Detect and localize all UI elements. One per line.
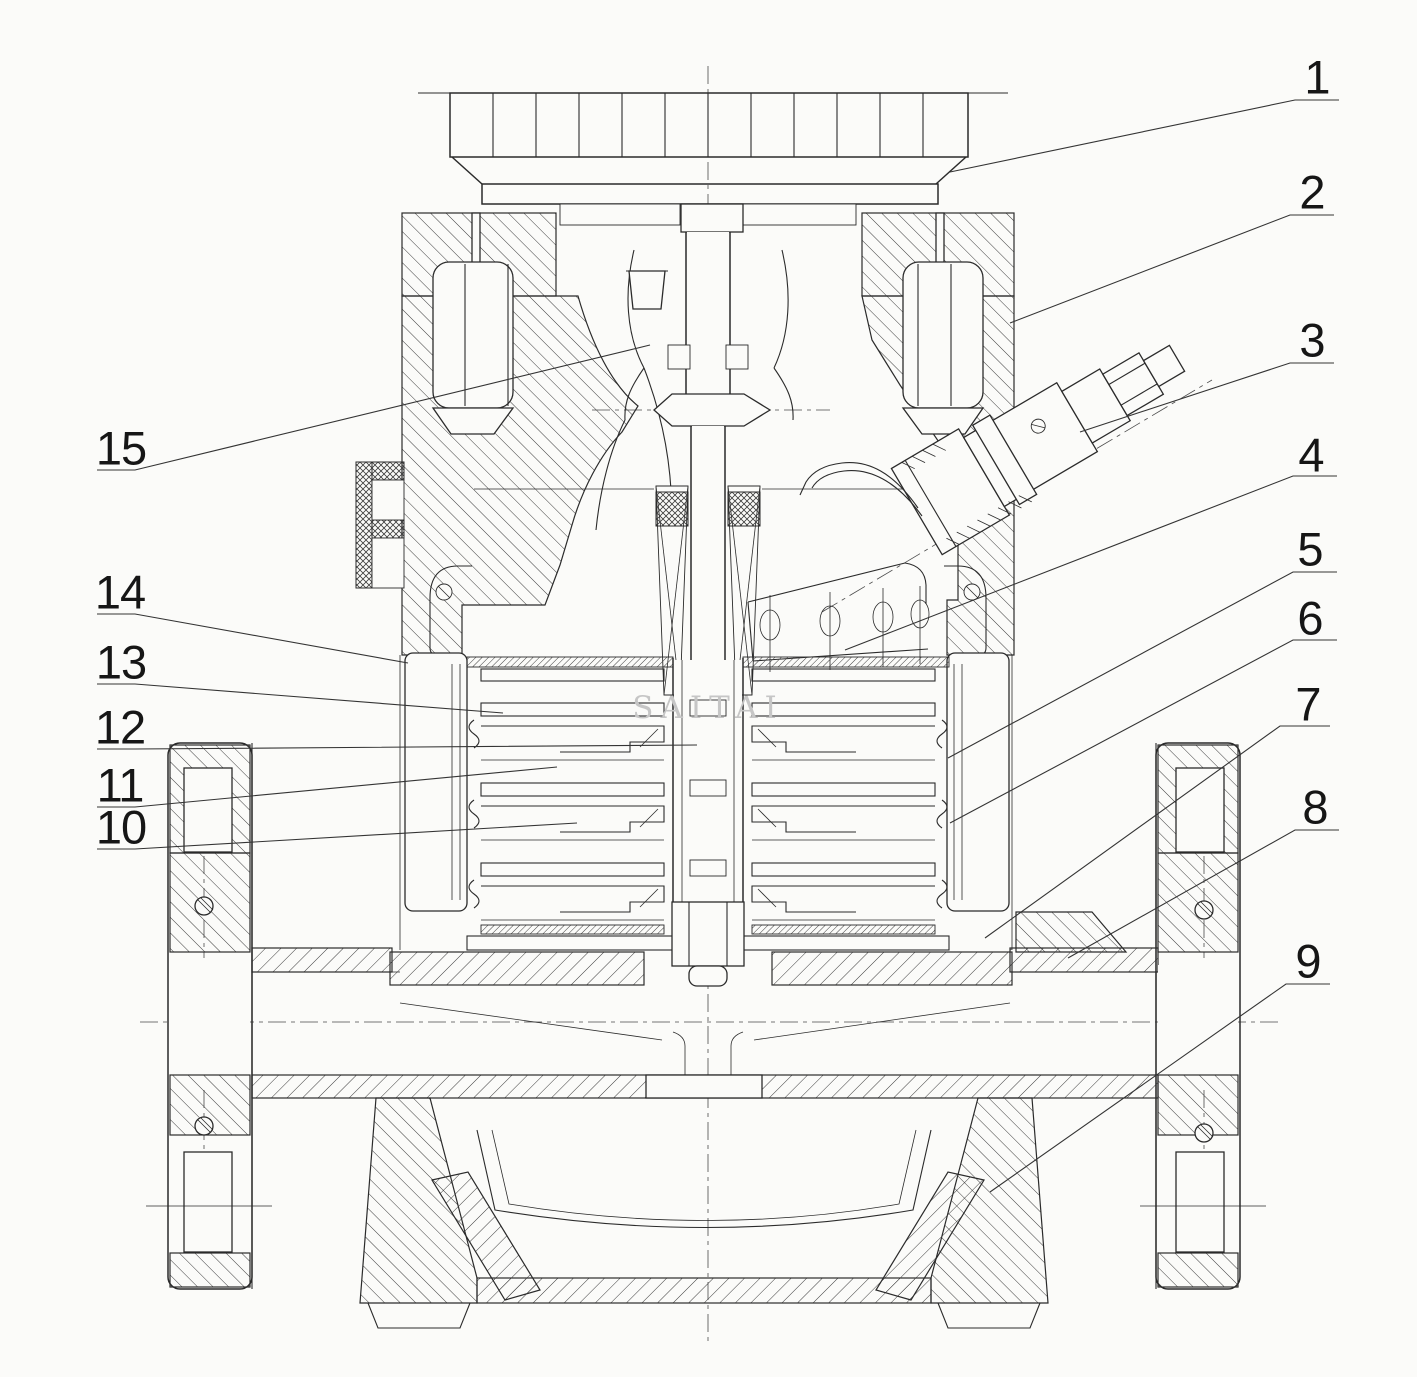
callout-9: 9: [1295, 934, 1321, 988]
callout-5: 5: [1297, 522, 1323, 576]
pump-shell-right: [946, 652, 1010, 912]
callout-13: 13: [95, 635, 147, 689]
leader-line-15: [97, 344, 651, 471]
bearing-block-left: [667, 344, 691, 370]
foot-left: [367, 1302, 471, 1329]
coupling-pin: [653, 393, 772, 427]
callout-8: 8: [1302, 780, 1328, 834]
suction-flange-left: [146, 742, 272, 1290]
impeller-hub-2: [689, 779, 727, 797]
callout-1: 1: [1304, 50, 1330, 104]
valve-thread-ticks: [901, 443, 1032, 545]
end-winding-pocket-right: [902, 261, 984, 409]
volute-throat-opening: [645, 1074, 763, 1099]
leader-line-7: [984, 725, 1330, 939]
leader-lines: [97, 99, 1339, 1193]
impeller-hub-3: [689, 859, 727, 877]
pipe-top-wall-left: [251, 947, 393, 973]
flange-window-left-bottom: [183, 1151, 233, 1253]
motor-shaft: [653, 203, 772, 660]
coil-head-right: [727, 491, 761, 527]
leader-line-14: [97, 613, 409, 664]
suction-discharge-pipes: [251, 947, 1159, 1099]
leader-line-4: [844, 475, 1337, 651]
valve-tip: [1142, 344, 1186, 388]
callout-10: 10: [95, 800, 147, 854]
fan-cover: [418, 92, 1008, 226]
leader-line-8: [1067, 829, 1339, 959]
pipe-top-wall-right: [1009, 947, 1159, 973]
callout-15: 15: [95, 421, 147, 475]
deflector-sheet: [799, 462, 919, 509]
callout-4: 4: [1298, 428, 1324, 482]
shaft-end-cap: [688, 965, 728, 987]
coil-head-left: [655, 491, 689, 527]
leader-line-10: [97, 822, 578, 850]
leader-line-9: [989, 983, 1330, 1193]
volute-wall-right: [875, 1171, 985, 1301]
leader-line-2: [1009, 214, 1334, 324]
discharge-flange-right: [1140, 742, 1266, 1290]
stage-unit-2: [468, 782, 948, 841]
leader-line-1: [949, 99, 1339, 173]
fan-guide-ring-right: [735, 203, 857, 226]
flange-window-right-top: [1175, 767, 1225, 853]
callout-14: 14: [94, 565, 146, 619]
callout-7: 7: [1295, 677, 1321, 731]
foot-right: [937, 1302, 1041, 1329]
leader-line-11: [97, 766, 558, 808]
fan-cover-ribs: [492, 93, 924, 157]
deflector-sheet-inner: [811, 470, 923, 517]
shaft-nut: [671, 901, 745, 967]
perforated-diffuser: [429, 562, 987, 672]
watermark-text: SAITAI: [632, 690, 783, 726]
callout-12: 12: [94, 700, 146, 754]
vent-plug-valve: [890, 344, 1186, 556]
volute-base: [359, 1097, 1049, 1329]
fan-hub: [680, 203, 744, 233]
leader-line-12: [97, 744, 698, 750]
stage-unit-3: [468, 862, 948, 921]
leader-line-13: [97, 683, 504, 714]
leader-line-6: [949, 639, 1337, 824]
terminal-window: [371, 479, 405, 521]
pump-casing-cover: [389, 901, 1128, 987]
callout-3: 3: [1299, 313, 1325, 367]
callout-2: 2: [1299, 165, 1325, 219]
flange-window-right-bottom: [1175, 1151, 1225, 1253]
bearing-block-right: [725, 344, 749, 370]
base-bottom-band: [476, 1277, 932, 1304]
fan-guide-ring-left: [559, 203, 681, 226]
pump-shell-left: [404, 652, 468, 912]
stage-stack: [404, 652, 1010, 951]
terminal-box: [355, 461, 405, 589]
flange-window-left-top: [183, 767, 233, 853]
leader-line-5: [947, 571, 1337, 759]
discharge-boss: [1015, 911, 1128, 953]
callout-11: 11: [96, 758, 145, 812]
motor-housing: [399, 212, 1015, 950]
fan-hub-bolt: [628, 270, 666, 310]
callout-6: 6: [1297, 591, 1323, 645]
air-deflector: [595, 249, 794, 560]
stage-unit-1: [468, 702, 948, 761]
end-winding-pocket-left: [432, 261, 514, 409]
impeller-hub-1: [689, 699, 727, 717]
leader-line-3: [1079, 362, 1334, 433]
volute-wall-left: [431, 1171, 541, 1301]
